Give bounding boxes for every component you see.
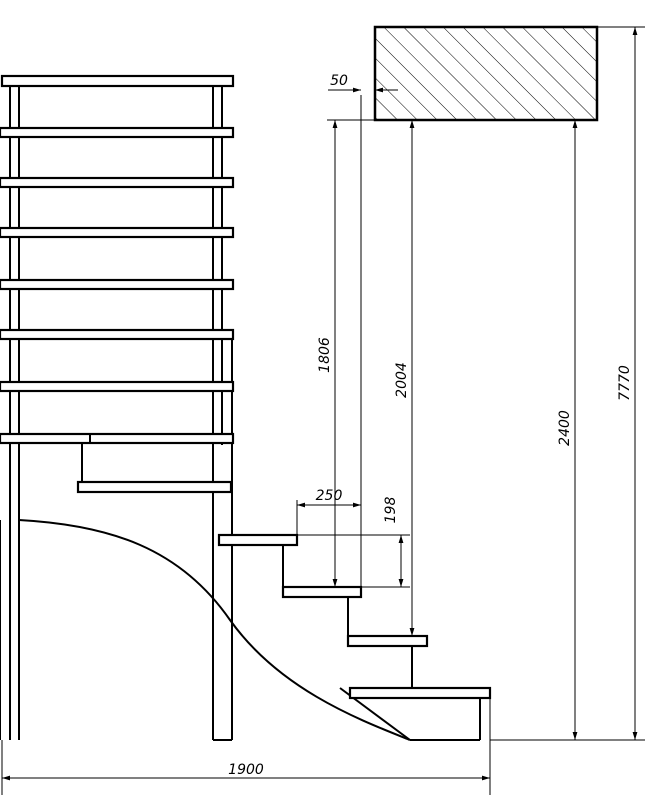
stair-steps (76, 434, 492, 741)
dimension-lines (1, 26, 645, 795)
ceiling-slab (373, 25, 599, 122)
dim-slab-offset: 50 (330, 73, 348, 89)
dim-total-height: 7770 (617, 365, 633, 401)
landing-platform (0, 74, 235, 741)
dim-floor-to-ceiling: 2400 (557, 410, 573, 446)
stringer-curve (18, 519, 411, 741)
dim-tread-depth: 250 (316, 488, 343, 504)
railing-bars (0, 126, 235, 445)
dim-total-width: 1900 (228, 762, 264, 778)
dim-step-rise: 198 (383, 497, 399, 524)
dim-handrail-height: 1806 (317, 337, 333, 373)
dimension-labels: 1900 7770 2400 2004 1806 250 198 50 (228, 73, 633, 778)
dim-stair-rise-to-slab: 2004 (394, 362, 410, 398)
